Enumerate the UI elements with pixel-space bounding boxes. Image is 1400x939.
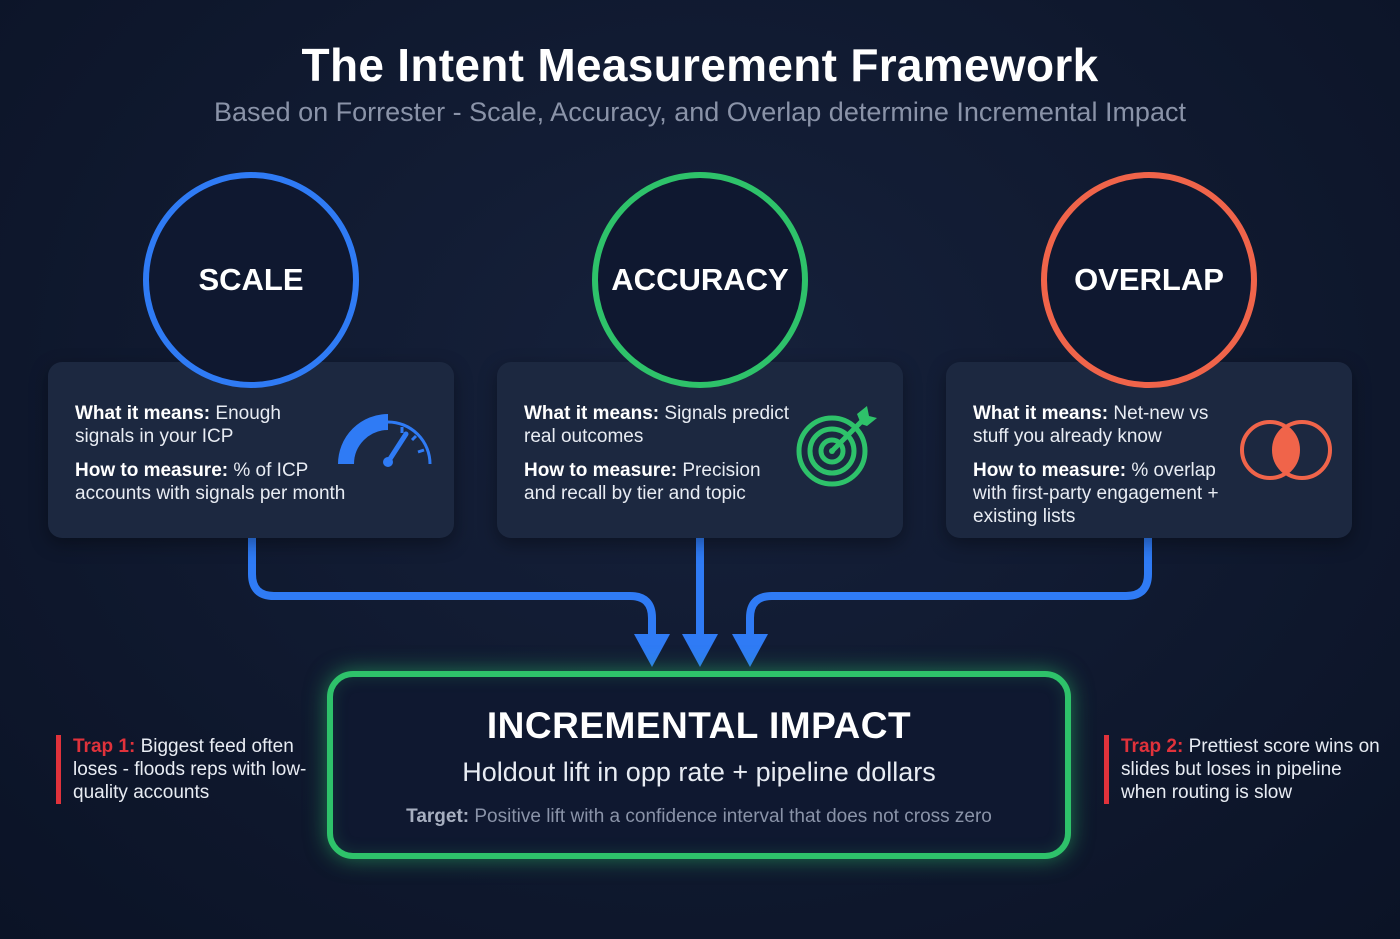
measure-text: % overlap with first-party engagement + … — [973, 460, 1219, 527]
means-label: What it means: — [524, 403, 660, 424]
trap-label: Trap 1: — [73, 736, 136, 757]
pillar-label-scale: SCALE — [198, 262, 304, 297]
target-icon — [796, 406, 877, 487]
trap-text: Prettiest score wins on slides but loses… — [1121, 736, 1380, 803]
pillar-card-accuracy: What it means: Signals predict real outc… — [497, 362, 903, 538]
means-label: What it means: — [973, 403, 1109, 424]
trap-note-1: Trap 1: Biggest feed often loses - flood… — [56, 735, 318, 804]
means-text: Enough signals in your ICP — [75, 403, 281, 447]
target-text: Positive lift with a confidence interval… — [469, 806, 992, 827]
trap-label: Trap 2: — [1121, 736, 1184, 757]
means-label: What it means: — [75, 403, 211, 424]
arrowhead-accuracy — [682, 634, 718, 667]
target-label: Target: — [406, 806, 470, 827]
measure-label: How to measure: — [973, 460, 1127, 481]
means-text: Signals predict real outcomes — [524, 403, 790, 447]
trap-note-2: Trap 2: Prettiest score wins on slides b… — [1104, 735, 1384, 804]
connector-scale — [248, 538, 656, 640]
impact-subtitle: Holdout lift in opp rate + pipeline doll… — [462, 757, 936, 787]
incremental-impact-box: INCREMENTAL IMPACT Holdout lift in opp r… — [327, 671, 1071, 859]
impact-title: INCREMENTAL IMPACT — [486, 705, 912, 746]
pillar-card-overlap: What it means: Net-new vs stuff you alre… — [946, 362, 1352, 538]
speedometer-icon — [338, 414, 432, 467]
arrowhead-scale — [634, 634, 670, 667]
pillar-circle-overlap: OVERLAP — [1041, 172, 1257, 388]
means-text: Net-new vs stuff you already know — [973, 403, 1209, 447]
measure-text: Precision and recall by tier and topic — [524, 460, 761, 504]
pillar-circle-scale: SCALE — [143, 172, 359, 388]
venn-diagram-icon — [1240, 420, 1332, 480]
pillar-circle-accuracy: ACCURACY — [592, 172, 808, 388]
measure-label: How to measure: — [524, 460, 678, 481]
arrowhead-overlap — [732, 634, 768, 667]
impact-target: Target: Positive lift with a confidence … — [333, 806, 1065, 828]
measure-label: How to measure: — [75, 460, 229, 481]
pillar-card-scale: What it means: Enough signals in your IC… — [48, 362, 454, 538]
measure-text: % of ICP accounts with signals per month — [75, 460, 346, 504]
trap-text: Biggest feed often loses - floods reps w… — [73, 736, 307, 803]
page-subtitle: Based on Forrester - Scale, Accuracy, an… — [214, 97, 1186, 127]
connector-overlap — [746, 538, 1152, 640]
pillar-label-accuracy: ACCURACY — [611, 262, 789, 297]
pillar-label-overlap: OVERLAP — [1074, 262, 1224, 297]
page-title: The Intent Measurement Framework — [301, 39, 1099, 91]
